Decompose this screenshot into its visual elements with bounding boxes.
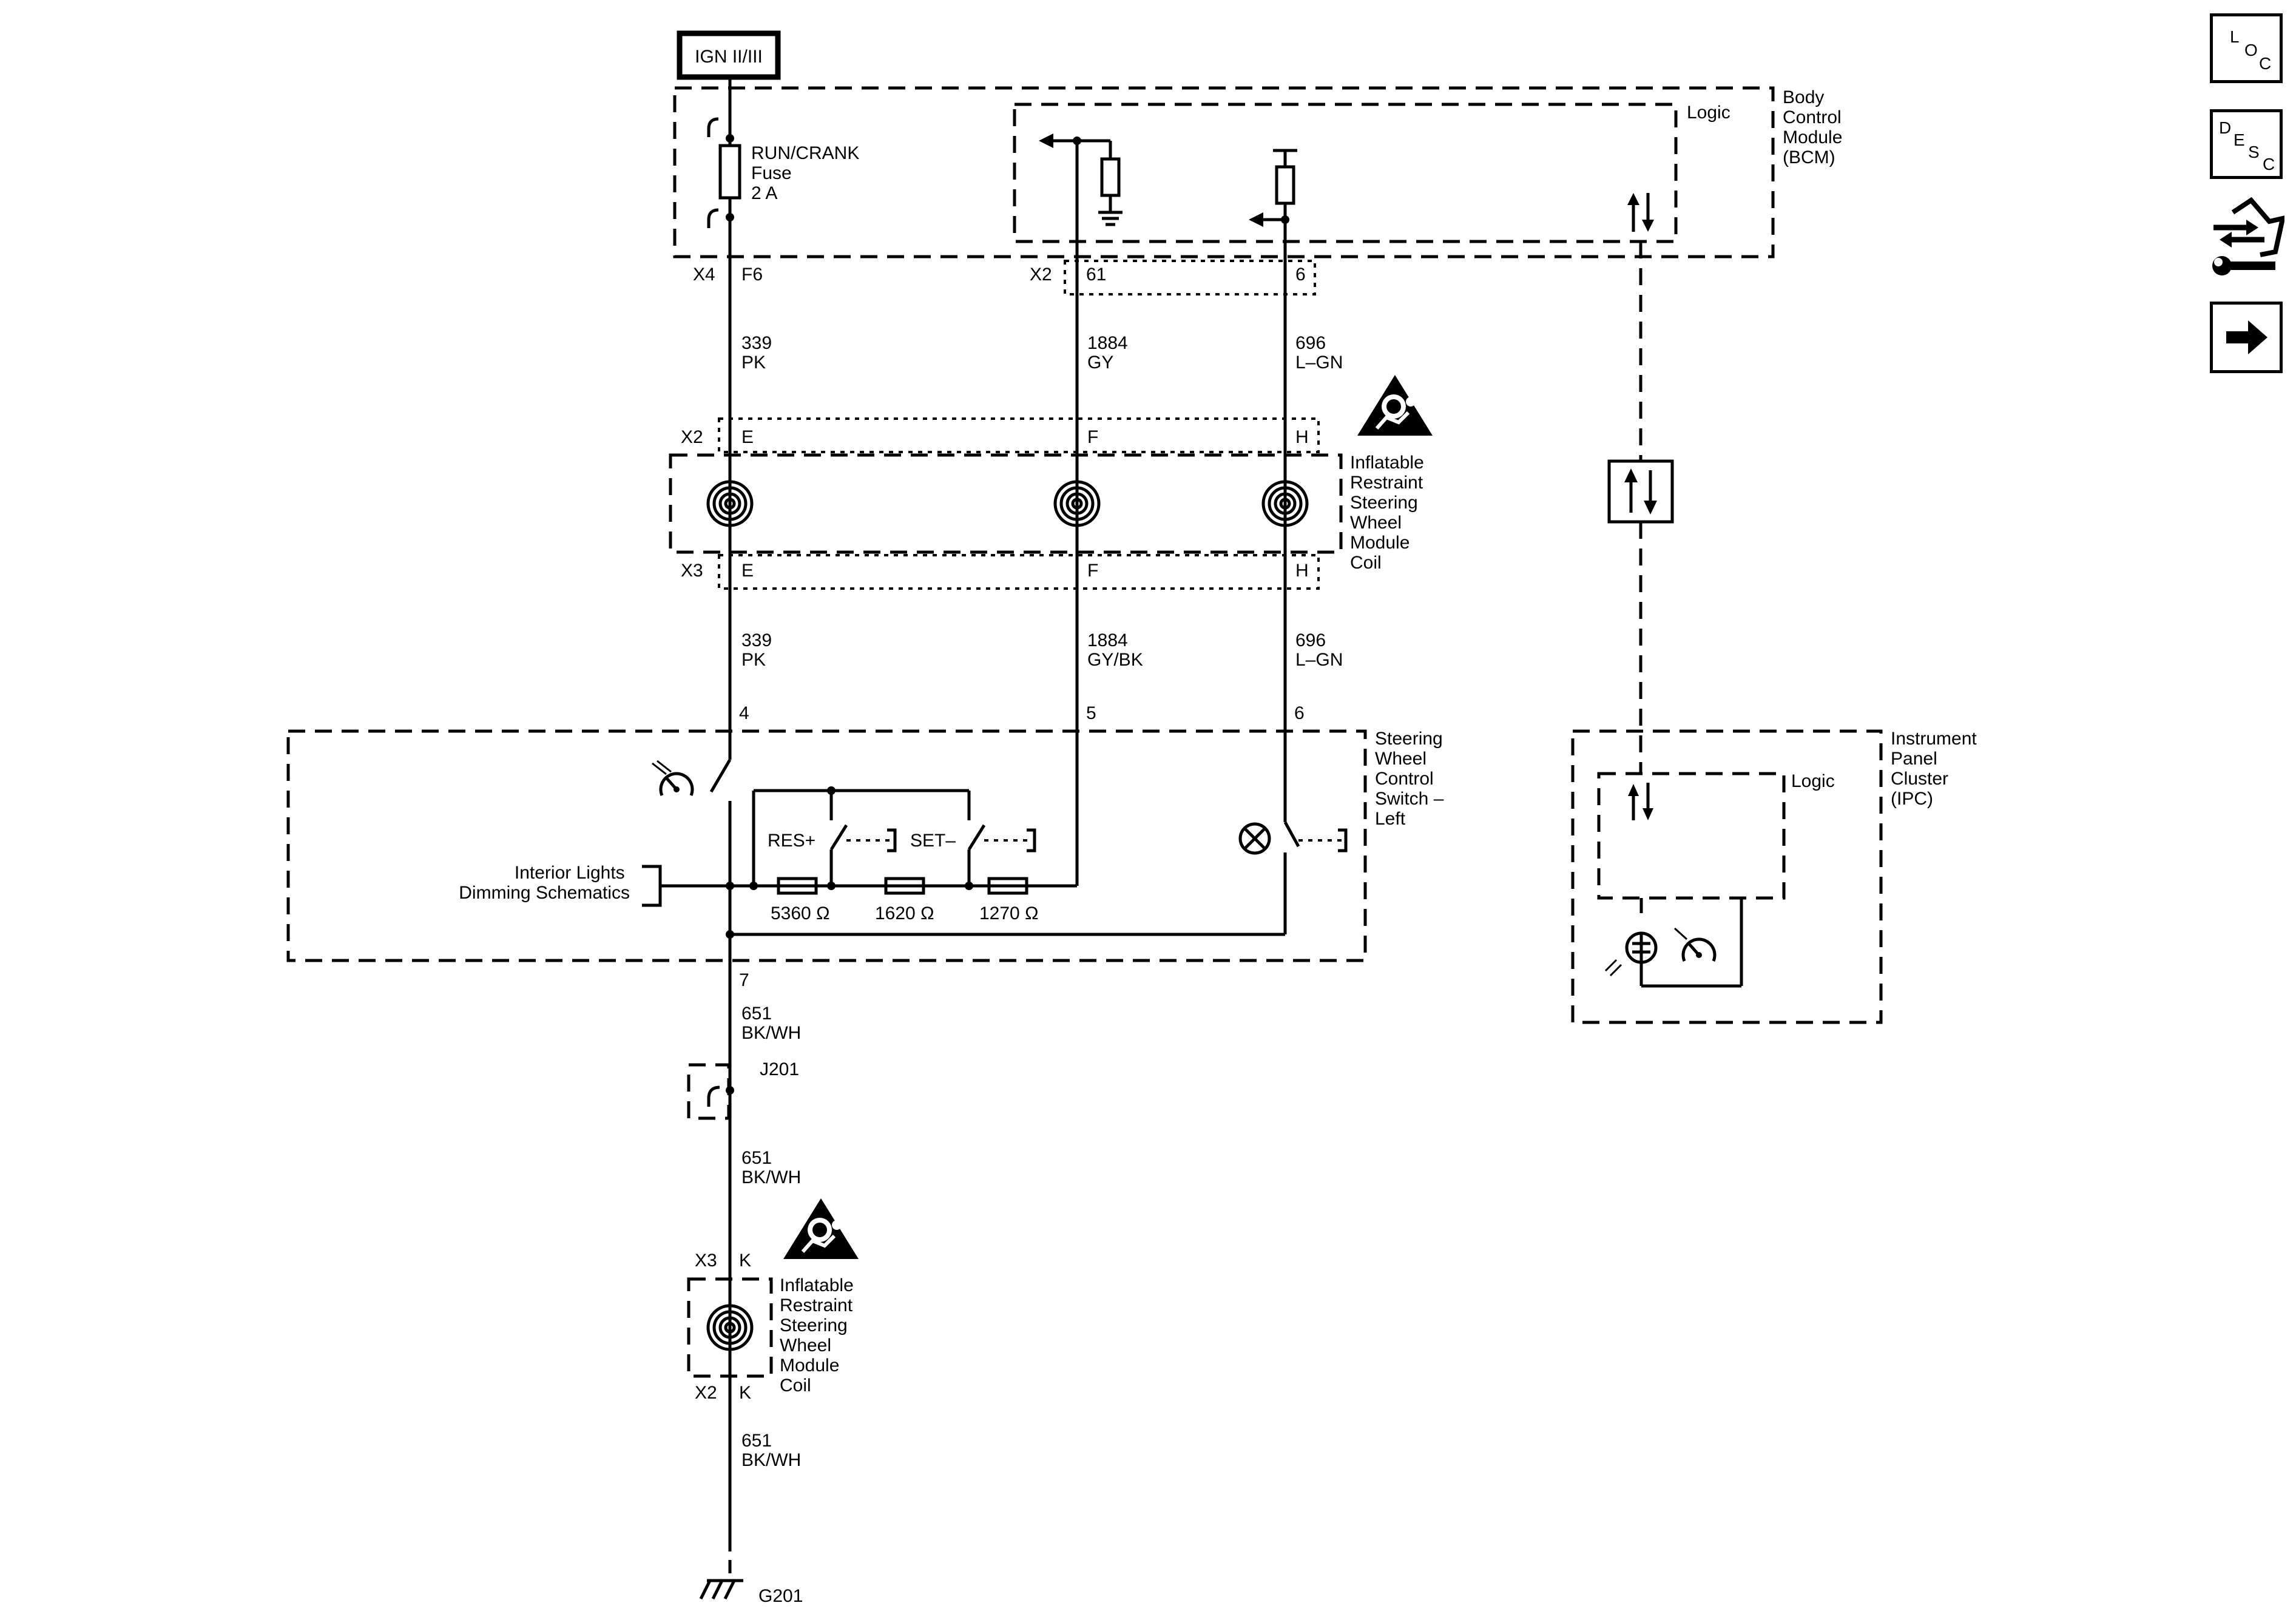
location-icon: L	[2230, 27, 2240, 47]
desc-letter-e: E	[2234, 130, 2245, 149]
bcm-input-61	[1039, 133, 1123, 226]
location-button[interactable]: L O C	[2210, 13, 2283, 83]
cancel-lamp-icon	[1238, 822, 1271, 855]
coil-lower-x3-label: X3	[695, 1251, 717, 1271]
circuit-1884-upper: 1884 GY	[1087, 333, 1133, 373]
bcm-input-6	[1249, 149, 1297, 227]
circuit-339-lower: 339 PK	[741, 630, 777, 670]
circuit-651-b: 651 BK/WH	[741, 1148, 801, 1187]
resistor-5360: 5360 Ω	[771, 903, 830, 923]
coil-lower-name: Inflatable Restraint Steering Wheel Modu…	[780, 1275, 859, 1396]
run-crank-fuse	[707, 78, 741, 270]
airbag-warning-icon-lower	[783, 1198, 859, 1259]
coil-lower: X3 K X2 K Inflatable Restraint Steering …	[687, 1198, 859, 1403]
loc-letter-l: L	[2230, 27, 2240, 46]
circuit-651-c: 651 BK/WH	[741, 1431, 801, 1470]
coil-upper-pin-f-lower: F	[1087, 561, 1098, 581]
fuse-label: RUN/CRANK Fuse 2 A	[751, 143, 865, 203]
coil-upper-x2-outline	[718, 417, 1320, 453]
resistor-1620: 1620 Ω	[875, 903, 934, 923]
coil-upper-pin-h: H	[1295, 427, 1309, 447]
resistor-1270: 1270 Ω	[979, 903, 1039, 923]
ipc-module: Logic Instrument Panel Cluster (IPC)	[1571, 729, 1982, 1024]
bcm-outline	[673, 86, 1775, 258]
desc-letter-s: S	[2248, 143, 2260, 161]
bcm-pin-6: 6	[1295, 265, 1306, 285]
switch-pin-7: 7	[739, 970, 749, 990]
switch-name: Steering Wheel Control Switch – Left	[1375, 729, 1449, 829]
circuit-339-upper: 339 PK	[741, 333, 777, 373]
coil-upper-pin-e-lower: E	[741, 561, 754, 581]
dimming-schematics-ref[interactable]: Interior Lights Dimming Schematics	[459, 863, 630, 903]
bcm-module: IGN II/III Logic Body Control Module (BC…	[673, 30, 1848, 270]
desc-letter-d: D	[2219, 118, 2232, 137]
bcm-name: Body Control Module (BCM)	[1783, 87, 1848, 167]
switch-pin-6: 6	[1294, 703, 1305, 723]
coil-upper-outline	[669, 453, 1343, 554]
coil-upper-x3-outline	[718, 554, 1320, 590]
ground-label: G201	[758, 1586, 803, 1606]
next-button[interactable]	[2210, 302, 2283, 373]
steering-wheel-control-switch: 4 5 6 Steering Wheel Control Switch – Le…	[286, 703, 1449, 962]
next-arrow-icon	[2226, 320, 2267, 354]
switch-outline	[286, 729, 1367, 962]
bcm-connector-x2: X2	[1030, 265, 1052, 285]
loc-letter-o: O	[2244, 41, 2258, 59]
loc-letter-c: C	[2259, 54, 2272, 73]
res-plus-label: RES+	[768, 831, 815, 851]
power-source-box	[677, 30, 781, 80]
ipc-outline	[1571, 729, 1883, 1024]
bcm-connector-x2-outline	[1064, 260, 1316, 295]
switch-pin-4: 4	[739, 703, 749, 723]
desc-letter-c: C	[2263, 155, 2275, 174]
indicator-lamp-icon	[1604, 931, 1658, 977]
splice-j201: J201	[687, 1059, 799, 1120]
dimmer-gauge-icon	[661, 774, 692, 795]
circuit-696-upper: 696 L–GN	[1295, 333, 1343, 373]
switch-pin-5: 5	[1086, 703, 1096, 723]
bcm-logic-label: Logic	[1687, 103, 1730, 123]
diagnostic-wrench-icon	[2212, 197, 2286, 275]
coil-lower-x2-label: X2	[695, 1383, 717, 1403]
splice-label: J201	[760, 1059, 799, 1079]
ipc-name: Instrument Panel Cluster (IPC)	[1891, 729, 1982, 809]
description-icon: D	[2219, 118, 2231, 138]
circuit-651-a: 651 BK/WH	[741, 1004, 801, 1043]
coil-upper-x2-label: X2	[681, 427, 703, 447]
bcm-pin-f6: F6	[741, 265, 763, 285]
ipc-gauge-icon	[1683, 939, 1715, 961]
serial-data-box	[1607, 459, 1674, 524]
diagnostic-button[interactable]	[2209, 194, 2286, 282]
ipc-logic-outline	[1597, 772, 1786, 900]
serial-data-link	[1607, 241, 1674, 774]
ground-g201-icon: G201	[699, 1579, 803, 1606]
circuit-696-lower: 696 L–GN	[1295, 630, 1343, 670]
set-minus-label: SET–	[910, 831, 956, 851]
circuit-1884-lower: 1884 GY/BK	[1087, 630, 1143, 670]
power-source-label: IGN II/III	[695, 47, 763, 67]
description-button[interactable]: D E S C	[2210, 109, 2283, 179]
bcm-serial-data-arrows	[1627, 193, 1654, 232]
bcm-logic-outline	[1013, 103, 1678, 243]
coil-upper-pin-f: F	[1087, 427, 1098, 447]
coil-upper-name: Inflatable Restraint Steering Wheel Modu…	[1350, 453, 1429, 573]
coil-lower-pin-k: K	[739, 1251, 751, 1271]
ipc-logic-label: Logic	[1791, 771, 1835, 791]
coil-lower-pin-k-lower: K	[739, 1383, 751, 1403]
coil-upper-pin-e: E	[741, 427, 754, 447]
coil-upper-x3-label: X3	[681, 561, 703, 581]
coil-upper: X2 E F H X3 E F H Inflatable Restraint S…	[669, 375, 1433, 590]
airbag-warning-icon	[1357, 375, 1433, 436]
bcm-connector-x4: X4	[693, 265, 715, 285]
coil-upper-pin-h-lower: H	[1295, 561, 1309, 581]
bcm-pin-61: 61	[1086, 265, 1106, 285]
